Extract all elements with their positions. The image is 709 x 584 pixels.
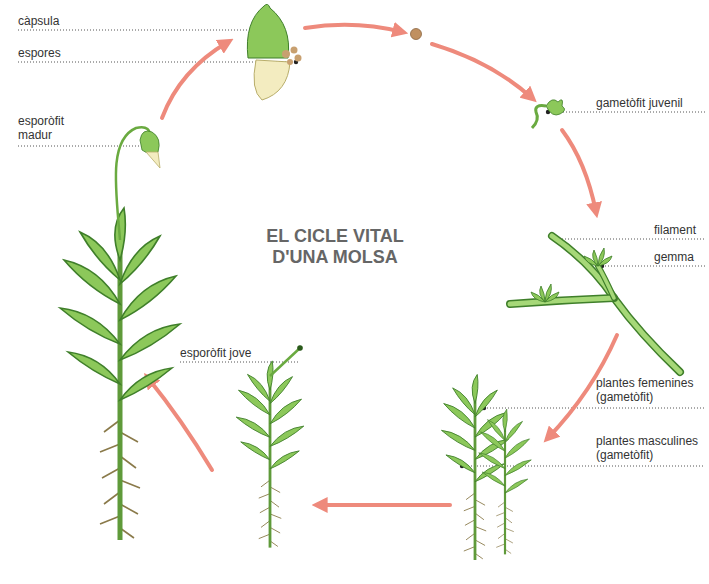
cycle-arrows [148, 25, 617, 505]
leader-dots [142, 28, 604, 468]
juvenile-gametophyte [532, 100, 565, 128]
cycle-arrow [305, 25, 402, 32]
cycle-arrow [162, 42, 228, 118]
cycle-arrow [432, 44, 532, 98]
gemma-bud [531, 248, 612, 302]
part-label: esporòfit madur [18, 114, 88, 142]
cycle-arrow [562, 130, 596, 212]
diagram-title: EL CICLE VITAL D'UNA MOLSA [255, 226, 415, 268]
spore [411, 29, 422, 40]
gametophyte-plants [441, 374, 531, 560]
mature-sporophyte-plant [60, 127, 180, 540]
part-label: gemma [654, 250, 706, 264]
cycle-arrow [318, 503, 450, 507]
part-label: càpsula [18, 14, 138, 28]
part-label: plantes masculines (gametòfit) [596, 434, 706, 462]
part-label: espores [18, 46, 138, 60]
part-label: esporòfit jove [180, 346, 290, 360]
part-label: gametòfit juvenil [596, 96, 706, 110]
part-label: filament [654, 223, 706, 237]
young-sporophyte-plant [236, 345, 304, 547]
capsule-figure [247, 4, 301, 100]
part-label: plantes femenines (gametòfit) [596, 376, 706, 404]
cycle-arrow [148, 378, 212, 470]
